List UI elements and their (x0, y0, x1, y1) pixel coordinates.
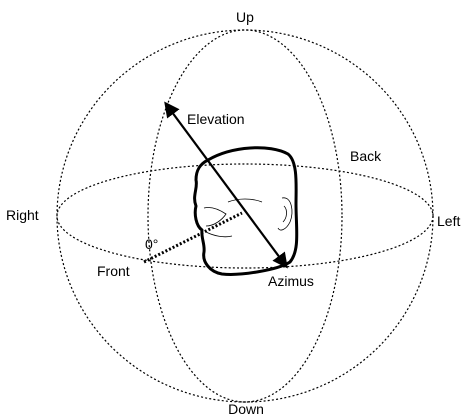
elevation-azimuth-axis-arrow (164, 101, 288, 269)
label-zero-angle: 0° (145, 236, 158, 252)
label-left: Left (437, 213, 460, 229)
label-azimus: Azimus (268, 273, 314, 289)
ear-inner (282, 205, 287, 223)
label-up: Up (236, 9, 254, 25)
horizontal-plane-ellipse (56, 163, 434, 269)
front-direction-line (143, 211, 243, 264)
face-nose (203, 207, 227, 227)
label-front: Front (97, 263, 130, 279)
face-brow (227, 198, 263, 203)
ear-outline (277, 197, 293, 231)
label-down: Down (228, 401, 264, 417)
face-mouth (205, 231, 233, 238)
meridian-ellipse (147, 29, 343, 403)
label-right: Right (6, 207, 39, 223)
label-back: Back (350, 148, 382, 164)
label-elevation: Elevation (187, 111, 245, 127)
sphere-outline (56, 29, 434, 403)
